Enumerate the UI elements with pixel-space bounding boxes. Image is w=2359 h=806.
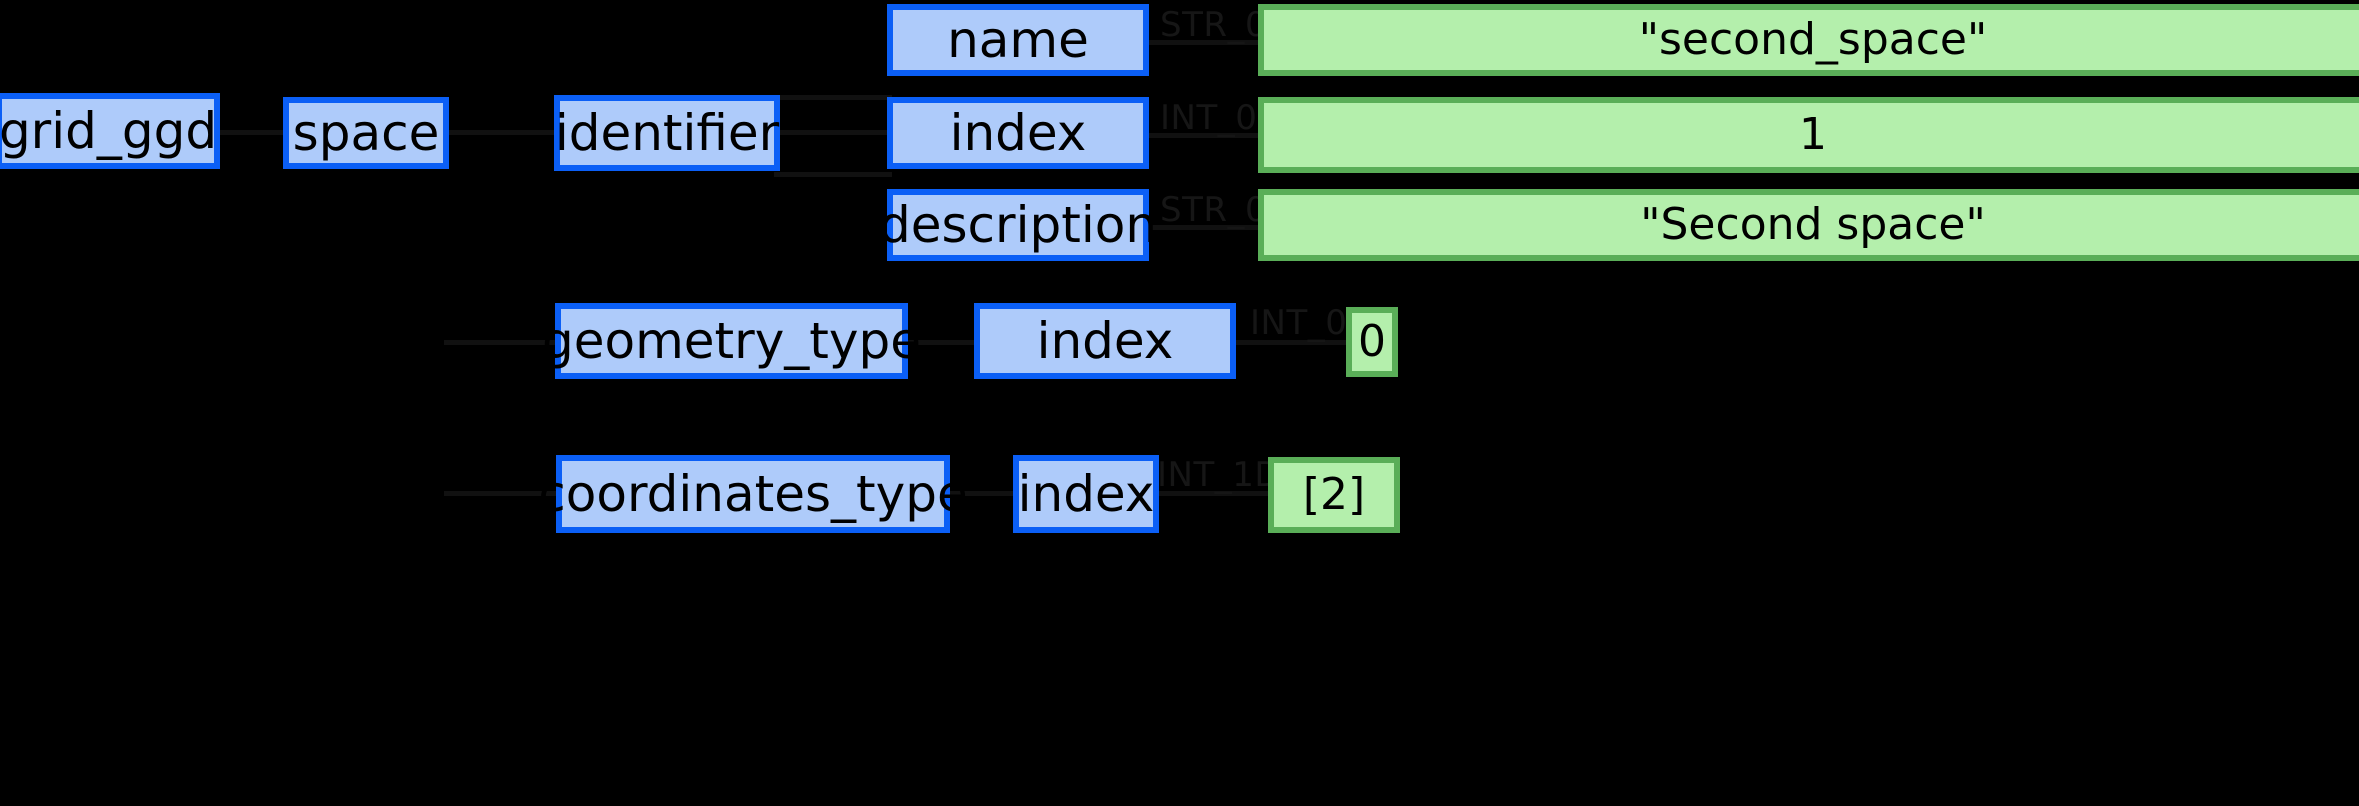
- value-index-coordinates-type[interactable]: [2]: [1268, 457, 1400, 533]
- node-space-label: space: [292, 104, 440, 162]
- node-index-coordinates-type-label: index: [1017, 465, 1155, 523]
- node-index-identifier-label: index: [949, 104, 1087, 162]
- value-index-geometry-type[interactable]: 0: [1346, 307, 1398, 377]
- node-identifier[interactable]: identifier: [554, 95, 780, 171]
- node-description[interactable]: description: [879, 189, 1157, 261]
- value-name[interactable]: "second_space": [1258, 4, 2359, 76]
- edge-identifier-index: [774, 130, 892, 135]
- edge-identifier-description: [774, 172, 892, 177]
- node-coordinates-type[interactable]: coordinates_type: [538, 455, 968, 533]
- edge-space-identifier: [444, 130, 559, 135]
- edge-index_geometry-value: [1236, 340, 1349, 345]
- node-index-coordinates-type[interactable]: index: [1013, 455, 1159, 533]
- node-geometry-type-label: geometry_type: [542, 312, 922, 370]
- node-name[interactable]: name: [887, 4, 1149, 76]
- node-coordinates-type-label: coordinates_type: [538, 465, 968, 523]
- edge-index_identifier-value: [1146, 133, 1262, 138]
- edge-label-index-coordinates-type: INT_1D: [1157, 455, 1282, 495]
- node-identifier-label: identifier: [554, 104, 780, 162]
- edge-identifier-name: [774, 95, 892, 100]
- node-space[interactable]: space: [283, 97, 449, 169]
- edge-space-coordinates_type: [444, 491, 561, 496]
- node-grid-ggd[interactable]: grid_ggd: [0, 93, 220, 169]
- node-index-geometry-type-label: index: [1036, 312, 1174, 370]
- edge-name-value: [1146, 40, 1262, 45]
- node-name-label: name: [947, 11, 1089, 69]
- value-index-coordinates-type-text: [2]: [1302, 469, 1366, 520]
- node-index-identifier[interactable]: index: [887, 97, 1149, 169]
- edge-index_coordinates-value: [1156, 491, 1272, 496]
- edge-coordinates_type-index: [946, 491, 1018, 496]
- value-index-identifier-text: 1: [1799, 109, 1827, 160]
- edge-geometry_type-index: [905, 340, 980, 345]
- value-index-identifier[interactable]: 1: [1258, 97, 2359, 173]
- node-geometry-type[interactable]: geometry_type: [542, 303, 921, 379]
- edge-grid_ggd-space: [216, 130, 288, 135]
- edge-description-value: [1146, 225, 1262, 230]
- value-index-geometry-type-text: 0: [1358, 316, 1386, 367]
- value-name-text: "second_space": [1638, 14, 1988, 65]
- edge-space-geometry_type: [444, 340, 559, 345]
- value-description-text: "Second space": [1640, 199, 1986, 250]
- node-description-label: description: [879, 196, 1158, 254]
- value-description[interactable]: "Second space": [1258, 189, 2359, 261]
- node-grid-ggd-label: grid_ggd: [0, 102, 218, 160]
- node-index-geometry-type[interactable]: index: [974, 303, 1236, 379]
